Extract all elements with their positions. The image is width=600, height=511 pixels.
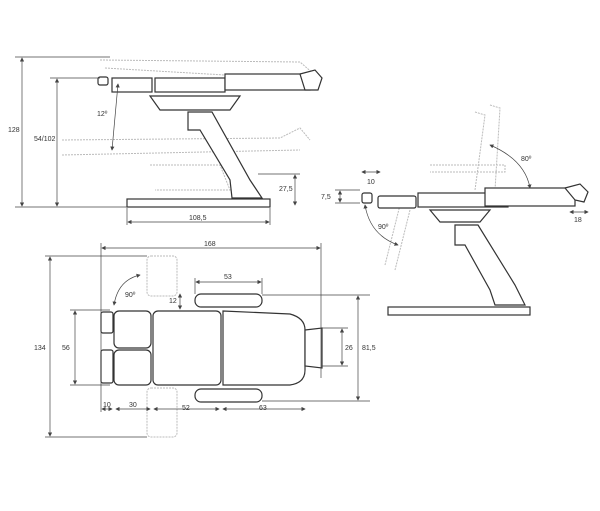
dim-seat-section: 52 — [182, 405, 190, 412]
dim-width-armrests: 81,5 — [362, 345, 376, 352]
reclined-view: 80º 10 7,5 90º 18 — [321, 104, 589, 316]
dim-leg-section: 30 — [129, 402, 137, 409]
column — [454, 224, 526, 306]
dim-seat-height: 54/102 — [34, 136, 56, 143]
dim-back-angle: 80º — [521, 156, 532, 163]
dim-total-length: 168 — [204, 241, 216, 248]
dim-total-width: 134 — [34, 345, 46, 352]
base — [387, 306, 531, 316]
dim-headrest-shift: 18 — [574, 217, 582, 224]
headrest — [304, 327, 323, 369]
top-view: 168 134 56 90º 53 12 26 81,5 10 30 52 63 — [34, 241, 376, 438]
dim-footrest-shift: 10 — [367, 179, 375, 186]
dim-back-section: 63 — [259, 405, 267, 412]
armrest-bottom — [194, 388, 263, 403]
dim-total-height: 128 — [8, 127, 20, 134]
dim-armrest-offset: 12 — [169, 298, 177, 305]
dim-footrest-height: 7,5 — [321, 194, 331, 201]
dim-headrest-width: 26 — [345, 345, 353, 352]
dim-tilt-angle: 12º — [97, 111, 108, 118]
footrest-right — [100, 349, 114, 384]
base — [126, 198, 271, 208]
dim-leg-width: 56 — [62, 345, 70, 352]
leg-section-right — [113, 349, 152, 386]
dim-base-height: 27,5 — [279, 186, 293, 193]
leg-section-left — [113, 310, 152, 349]
dim-base-length: 108,5 — [189, 215, 207, 222]
armrest-top — [194, 293, 263, 308]
column — [187, 111, 264, 199]
footrest-left — [100, 311, 114, 334]
dim-leg-rotation: 90º — [125, 292, 136, 299]
side-view: 128 54/102 12º 27,5 108,5 — [8, 56, 323, 225]
dim-armrest-length: 53 — [224, 274, 232, 281]
dim-footrest: 10 — [103, 402, 111, 409]
dim-leg-angle: 90º — [378, 224, 389, 231]
seat-section — [152, 310, 222, 386]
back-section — [222, 310, 306, 386]
